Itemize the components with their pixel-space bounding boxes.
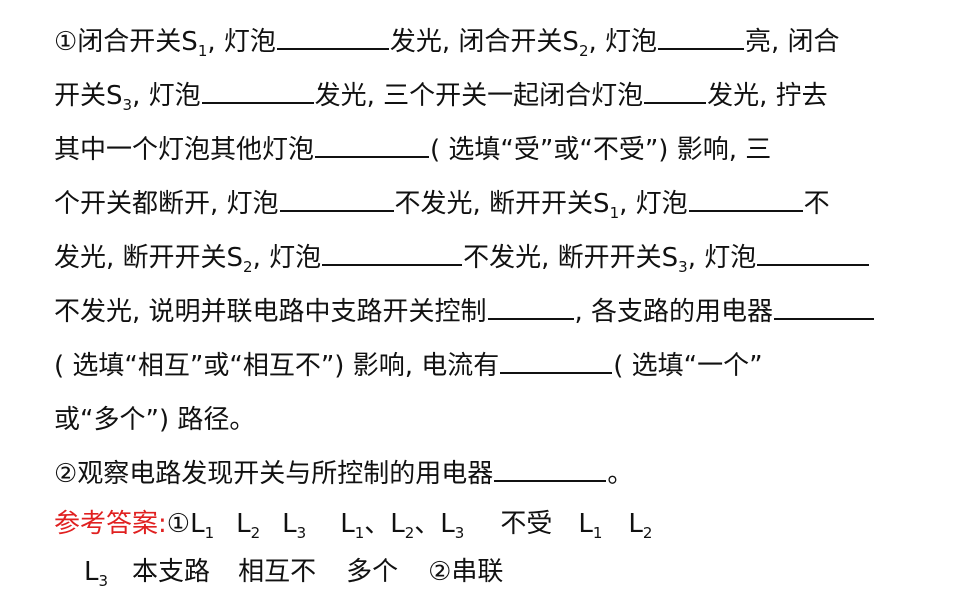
fill-blank[interactable] [322,242,463,266]
text-segment: , 灯泡 [588,27,658,57]
answer-text: ②串联 [428,557,504,587]
text-line-6: 不发光, 说明并联电路中支路开关控制 , 各支路的用电器 [54,292,875,332]
text-segment: , 灯泡 [687,243,757,273]
text-segment: 或“多个”) 路径。 [54,405,256,435]
text-line-3: 其中一个灯泡其他灯泡 ( 选填“受”或“不受”) 影响, 三 [54,130,771,170]
subscript: 1 [204,524,215,542]
text-segment: , 灯泡 [132,81,201,111]
text-segment: , 各支路的用电器 [574,297,774,327]
answer-text: L [282,509,297,539]
subscript: 3 [122,96,133,114]
text-line-5: 发光, 断开开关S2, 灯泡不发光, 断开开关S3, 灯泡 [54,238,870,278]
text-segment: 不发光, 断开开关S [394,189,610,219]
text-line-2: 开关S3, 灯泡 发光, 三个开关一起闭合灯泡 发光, 拧去 [54,76,828,116]
text-segment: ②观察电路发现开关与所控制的用电器 [54,459,494,489]
fill-blank[interactable] [658,26,745,50]
answer-text: L [84,557,99,587]
text-segment: 不发光, 断开开关S [463,243,679,273]
subscript: 2 [578,42,589,60]
fill-blank[interactable] [276,26,389,50]
text-line-7: ( 选填“相互”或“相互不”) 影响, 电流有 ( 选填“一个” [54,346,763,386]
text-segment: , 灯泡 [207,27,276,57]
fill-blank[interactable] [487,296,574,320]
answer-text: 相互不 [238,557,317,587]
fill-blank[interactable] [279,188,394,212]
text-segment: 不发光, 说明并联电路中支路开关控制 [54,297,487,327]
answer-text: L [578,509,593,539]
text-segment: 发光, 拧去 [707,81,828,111]
text-line-8: 或“多个”) 路径。 [54,400,255,440]
subscript: 2 [642,524,653,542]
subscript: 3 [678,258,688,276]
text-segment: ( 选填“一个” [613,351,763,381]
text-segment: 开关S [54,81,123,111]
fill-blank[interactable] [201,80,314,104]
text-segment: 发光, 三个开关一起闭合灯泡 [314,81,644,111]
text-segment: ①闭合开关S [54,27,198,57]
text-segment: 其中一个灯泡其他灯泡 [54,135,315,165]
text-segment: 不 [803,189,830,219]
fill-blank[interactable] [494,458,607,482]
answer-text: L [340,509,355,539]
fill-blank[interactable] [757,242,870,266]
text-line-4: 个开关都断开, 灯泡 不发光, 断开开关S1, 灯泡 不 [54,184,830,224]
subscript: 2 [250,524,261,542]
fill-blank[interactable] [500,350,613,374]
answer-line-2: L3 本支路相互不多个 ②串联 [84,552,503,592]
answer-text: 不受 [500,509,553,539]
text-segment: 。 [607,459,634,489]
fill-blank[interactable] [644,80,707,104]
text-segment: 发光, 断开开关S [54,243,244,273]
subscript: 1 [592,524,603,542]
text-segment: ( 选填“相互”或“相互不”) 影响, 电流有 [54,351,500,381]
answer-text: L [236,509,251,539]
subscript: 1 [609,204,620,222]
fill-blank[interactable] [688,188,803,212]
subscript: 1 [197,42,208,60]
fill-blank[interactable] [774,296,875,320]
text-line-1: ①闭合开关S1, 灯泡发光, 闭合开关S2, 灯泡亮, 闭合 [54,22,840,62]
answer-text: L [628,509,643,539]
subscript: 2 [404,524,415,542]
subscript: 1 [354,524,365,542]
subscript: 2 [243,258,253,276]
text-line-9: ②观察电路发现开关与所控制的用电器 。 [54,454,633,494]
answer-text: 本支路 [132,557,211,587]
subscript: 3 [296,524,307,542]
answer-text: 多个 [346,557,399,587]
fill-blank[interactable] [315,134,430,158]
answer-text: 、L [414,509,455,539]
text-segment: , 灯泡 [252,243,322,273]
answer-text: ①L [166,509,205,539]
text-segment: , 灯泡 [619,189,688,219]
answer-text: 、L [364,509,405,539]
text-segment: 发光, 闭合开关S [389,27,579,57]
subscript: 3 [454,524,465,542]
text-segment: 亮, 闭合 [745,27,840,57]
answer-label: 参考答案: [54,509,167,539]
text-segment: ( 选填“受”或“不受”) 影响, 三 [430,135,772,165]
text-segment: 个开关都断开, 灯泡 [54,189,279,219]
subscript: 3 [98,572,109,590]
